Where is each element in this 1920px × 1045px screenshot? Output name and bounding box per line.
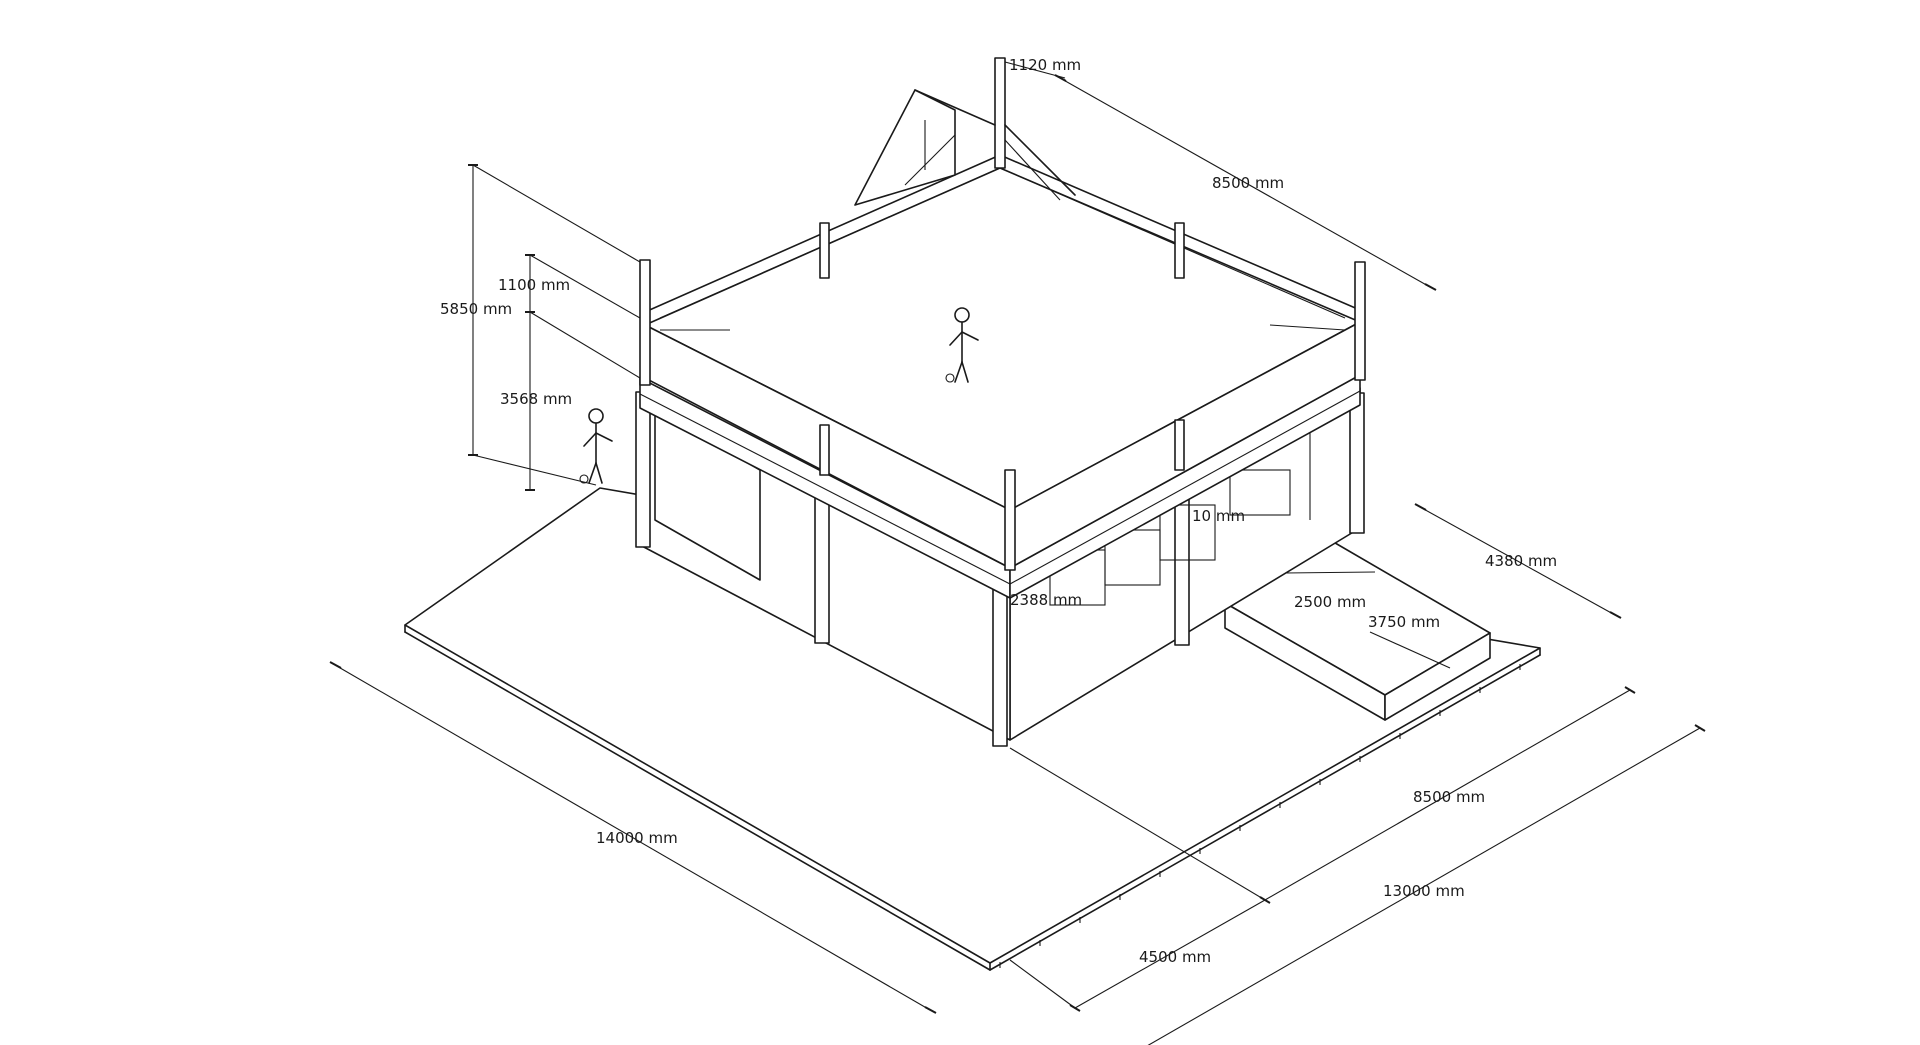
dim-2500: 2500 mm (1294, 593, 1366, 611)
person-on-floor (579, 408, 613, 484)
dim-3750: 3750 mm (1368, 613, 1440, 631)
upper-deck (639, 57, 1366, 571)
dimension-labels: 1120 mm 8500 mm 5850 mm 1100 mm 3568 mm … (440, 56, 1557, 966)
person-on-deck (945, 307, 979, 383)
dimension-lines (329, 61, 1706, 1045)
dim-13000: 13000 mm (1383, 882, 1465, 900)
dim-1120: 1120 mm (1009, 56, 1081, 74)
lower-structure (635, 387, 1365, 747)
dim-10: 10 mm (1192, 507, 1245, 525)
dim-3568: 3568 mm (500, 390, 572, 408)
dim-4380: 4380 mm (1485, 552, 1557, 570)
dim-8500-back: 8500 mm (1212, 174, 1284, 192)
dim-14000: 14000 mm (596, 829, 678, 847)
dim-5850: 5850 mm (440, 300, 512, 318)
dim-2388: 2388 mm (1010, 591, 1082, 609)
dim-8500-front: 8500 mm (1413, 788, 1485, 806)
dim-1100: 1100 mm (498, 276, 570, 294)
dim-4500: 4500 mm (1139, 948, 1211, 966)
